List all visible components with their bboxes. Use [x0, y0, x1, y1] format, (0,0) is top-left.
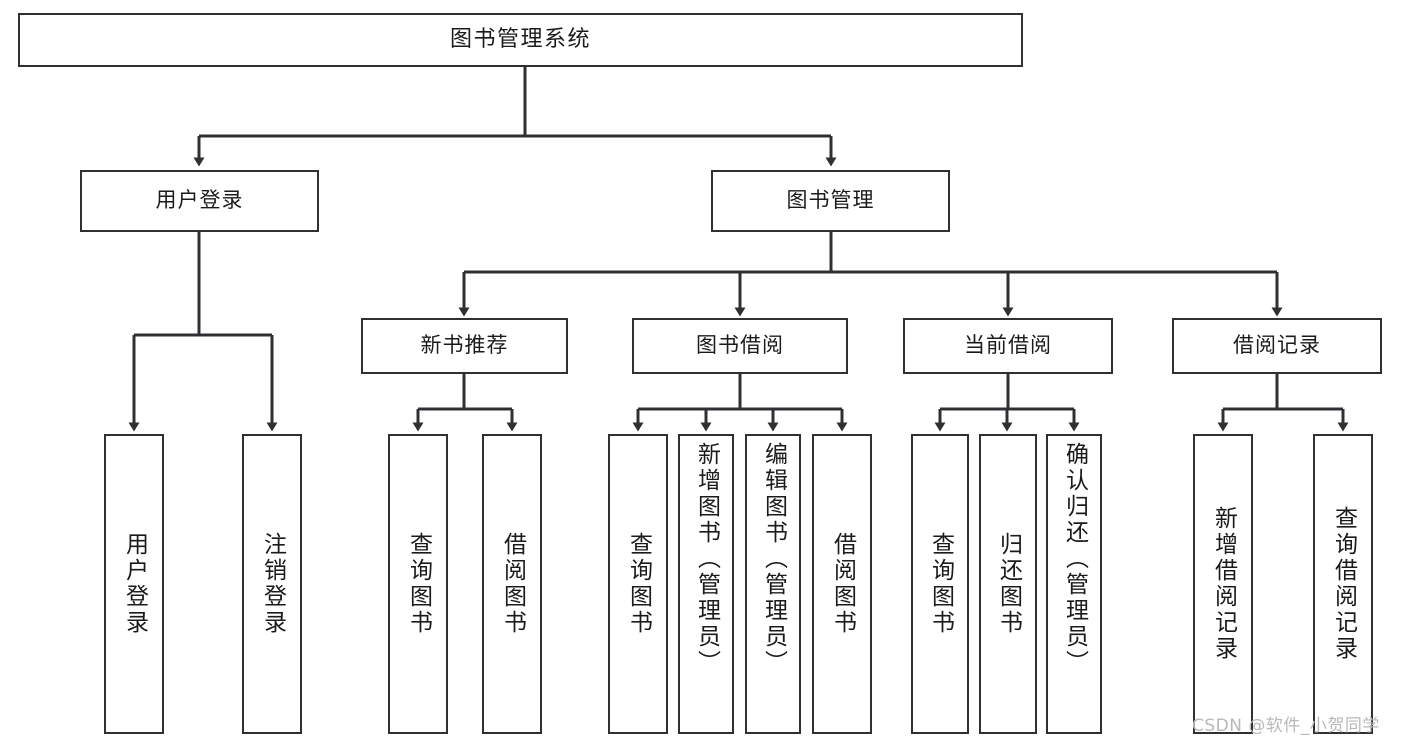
node-label: 借阅记录: [1233, 333, 1321, 358]
node-label: 图书借阅: [696, 333, 784, 358]
leaf-query-borrow-record[interactable]: 查询借阅记录: [1313, 434, 1373, 734]
node-label: 注销登录: [259, 532, 286, 636]
leaf-add-borrow-record[interactable]: 新增借阅记录: [1193, 434, 1253, 734]
csdn-watermark: CSDN @软件_小贺同学: [1192, 716, 1380, 736]
node-label: 新书推荐: [420, 333, 509, 358]
leaf-borrow-book-recommend[interactable]: 借阅图书: [482, 434, 542, 734]
node-borrow-record[interactable]: 借阅记录: [1172, 318, 1382, 374]
node-user-login[interactable]: 用户登录: [80, 170, 319, 232]
leaf-edit-book-admin[interactable]: 编辑图书（管理员）: [745, 434, 801, 734]
node-label: 用户登录: [155, 188, 244, 213]
node-label: 编辑图书（管理员）: [760, 442, 787, 676]
leaf-add-book-admin[interactable]: 新增图书（管理员）: [678, 434, 734, 734]
node-label: 查询图书: [625, 532, 652, 636]
leaf-logout-login[interactable]: 注销登录: [242, 434, 302, 734]
node-label: 查询图书: [927, 532, 954, 636]
node-label: 查询借阅记录: [1330, 506, 1357, 662]
node-label: 用户登录: [121, 532, 148, 636]
leaf-query-book-borrow[interactable]: 查询图书: [608, 434, 668, 734]
leaf-query-book-current[interactable]: 查询图书: [911, 434, 969, 734]
leaf-query-book-recommend[interactable]: 查询图书: [388, 434, 448, 734]
node-label: 借阅图书: [829, 532, 856, 636]
node-label: 新增图书（管理员）: [693, 442, 720, 676]
node-label: 新增借阅记录: [1210, 506, 1237, 662]
node-label: 当前借阅: [964, 333, 1052, 358]
node-book-borrow[interactable]: 图书借阅: [632, 318, 848, 374]
node-label: 归还图书: [995, 532, 1022, 636]
node-label: 查询图书: [405, 532, 432, 636]
leaf-confirm-return-admin[interactable]: 确认归还（管理员）: [1046, 434, 1102, 734]
leaf-return-book[interactable]: 归还图书: [979, 434, 1037, 734]
node-label: 借阅图书: [499, 532, 526, 636]
node-label: 图书管理: [786, 188, 875, 213]
node-label: 图书管理系统: [449, 26, 591, 52]
node-root-book-management-system[interactable]: 图书管理系统: [18, 13, 1023, 67]
node-new-book-recommend[interactable]: 新书推荐: [361, 318, 568, 374]
leaf-borrow-book[interactable]: 借阅图书: [812, 434, 872, 734]
node-label: 确认归还（管理员）: [1061, 442, 1088, 676]
node-book-management[interactable]: 图书管理: [711, 170, 950, 232]
leaf-user-login[interactable]: 用户登录: [104, 434, 164, 734]
node-current-borrow[interactable]: 当前借阅: [903, 318, 1113, 374]
